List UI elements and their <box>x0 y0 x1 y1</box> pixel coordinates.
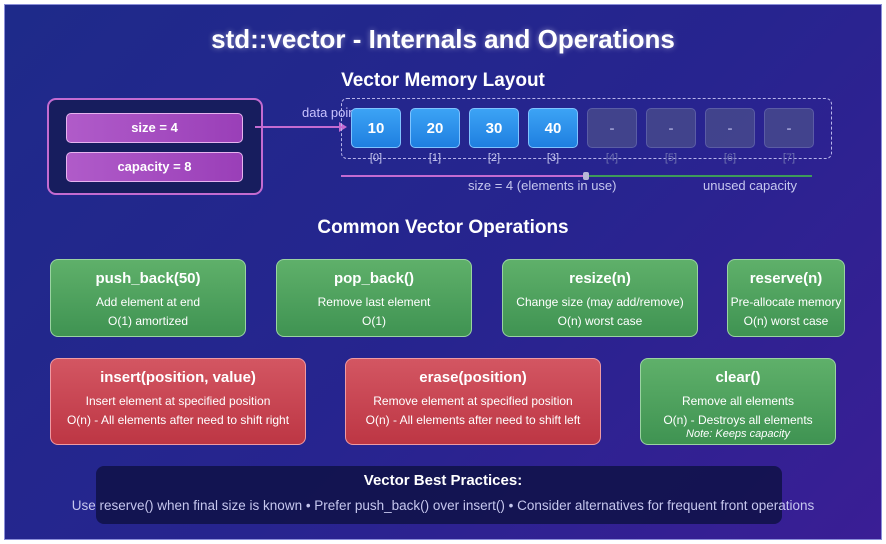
op-complexity: O(1) <box>362 314 386 328</box>
array-cell-7: - <box>764 108 814 148</box>
index-label: [3] <box>546 152 560 164</box>
op-description: Remove last element <box>317 295 431 309</box>
op-description: Pre-allocate memory <box>730 295 842 309</box>
array-cell-2: 30 <box>469 108 519 148</box>
size-range-line <box>341 175 586 177</box>
data-pointer-arrow <box>255 126 343 128</box>
op-complexity: O(n) - All elements after need to shift … <box>365 413 581 427</box>
op-card-push-back: push_back(50) Add element at end O(1) am… <box>50 259 246 337</box>
arrow-head-icon <box>339 122 347 132</box>
size-boundary-marker <box>583 172 589 180</box>
index-label: [5] <box>664 152 678 164</box>
best-practices-title: Vector Best Practices: <box>363 472 523 489</box>
op-complexity: O(n) - Destroys all elements <box>663 413 813 427</box>
op-card-erase: erase(position) Remove element at specif… <box>345 358 601 445</box>
op-name: erase(position) <box>419 369 527 386</box>
op-card-resize: resize(n) Change size (may add/remove) O… <box>502 259 698 337</box>
index-label: [7] <box>782 152 796 164</box>
capacity-caption: unused capacity <box>703 178 797 193</box>
op-complexity: O(n) worst case <box>557 314 643 328</box>
op-card-clear: clear() Remove all elements O(n) - Destr… <box>640 358 836 445</box>
op-description: Remove all elements <box>681 394 795 408</box>
op-name: pop_back() <box>333 270 414 287</box>
op-card-insert: insert(position, value) Insert element a… <box>50 358 306 445</box>
index-label: [1] <box>428 152 442 164</box>
op-name: push_back(50) <box>95 270 201 287</box>
op-description: Add element at end <box>95 295 201 309</box>
op-note: Note: Keeps capacity <box>686 428 790 440</box>
op-name: insert(position, value) <box>100 369 256 386</box>
index-label: [6] <box>723 152 737 164</box>
index-label: [2] <box>487 152 501 164</box>
op-description: Insert element at specified position <box>85 394 271 408</box>
array-cell-5: - <box>646 108 696 148</box>
index-label: [4] <box>605 152 619 164</box>
best-practices-panel <box>96 466 782 524</box>
op-card-pop-back: pop_back() Remove last element O(1) <box>276 259 472 337</box>
memory-layout-heading: Vector Memory Layout <box>341 70 545 91</box>
array-cell-0: 10 <box>351 108 401 148</box>
vector-object-box: size = 4 capacity = 8 <box>47 98 263 195</box>
array-cell-3: 40 <box>528 108 578 148</box>
array-cell-6: - <box>705 108 755 148</box>
op-description: Change size (may add/remove) <box>516 295 684 309</box>
capacity-range-line <box>586 175 812 177</box>
array-cell-4: - <box>587 108 637 148</box>
op-complexity: O(1) amortized <box>107 314 189 328</box>
page-title: std::vector - Internals and Operations <box>211 24 675 54</box>
array-buffer <box>341 98 832 159</box>
operations-heading: Common Vector Operations <box>317 217 569 238</box>
best-practices-text: Use reserve() when final size is known •… <box>71 498 815 513</box>
op-description: Remove element at specified position <box>373 394 573 408</box>
op-complexity: O(n) worst case <box>743 314 829 328</box>
op-name: resize(n) <box>569 270 631 287</box>
index-label: [0] <box>369 152 383 164</box>
array-cell-1: 20 <box>410 108 460 148</box>
op-name: clear() <box>715 369 761 386</box>
size-caption: size = 4 (elements in use) <box>468 178 617 193</box>
size-field: size = 4 <box>66 113 243 143</box>
op-card-reserve: reserve(n) Pre-allocate memory O(n) wors… <box>727 259 845 337</box>
op-complexity: O(n) - All elements after need to shift … <box>66 413 290 427</box>
capacity-field: capacity = 8 <box>66 152 243 182</box>
op-name: reserve(n) <box>749 270 823 287</box>
